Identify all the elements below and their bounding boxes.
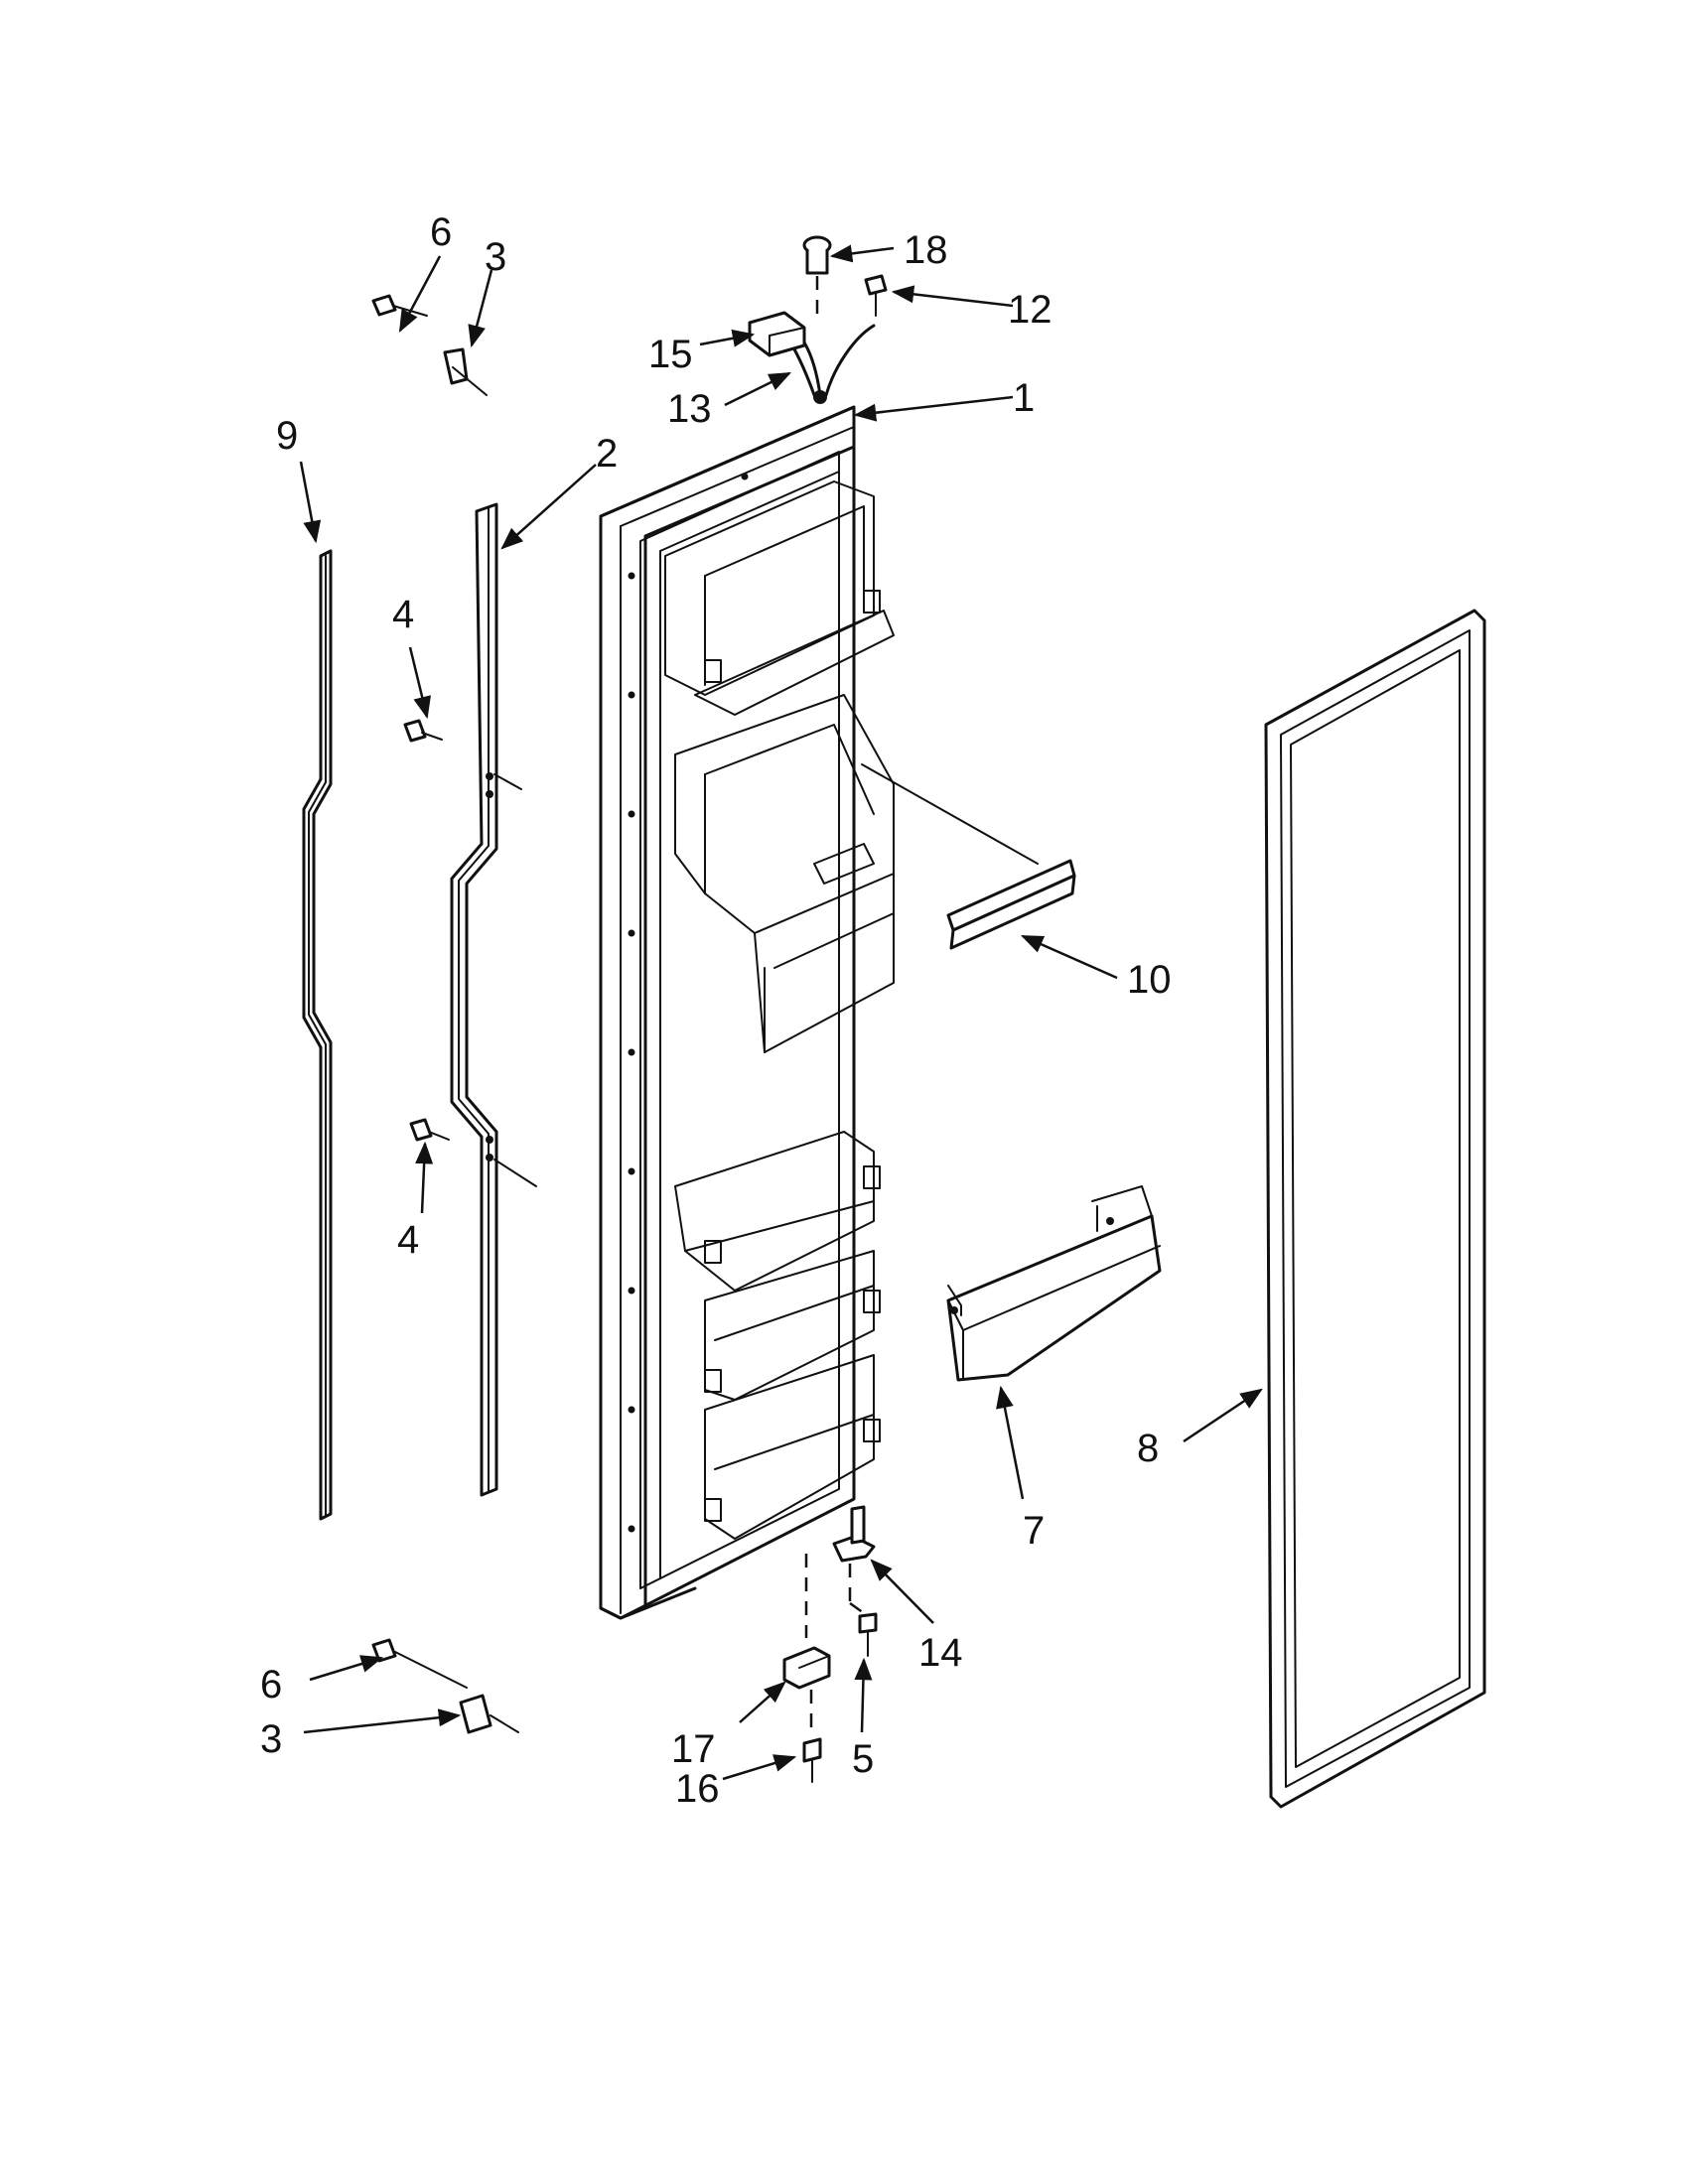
part-14-hinge-pin — [832, 1505, 876, 1603]
callout-12: 12 — [1008, 288, 1052, 332]
callout-4-top: 4 — [392, 593, 414, 636]
part-17-bracket — [782, 1554, 831, 1690]
callout-3-top: 3 — [485, 235, 506, 279]
callout-13: 13 — [667, 387, 712, 431]
part-12-screw — [864, 274, 888, 317]
callout-4-bottom: 4 — [397, 1218, 419, 1262]
leader-lines — [299, 244, 1263, 1781]
part-7-door-bin — [946, 1185, 1162, 1382]
callout-17: 17 — [671, 1727, 716, 1771]
part-8-door-gasket — [1264, 609, 1486, 1809]
callout-5: 5 — [852, 1737, 874, 1781]
callout-14: 14 — [918, 1631, 963, 1675]
callout-9: 9 — [276, 414, 298, 458]
callout-6-bottom: 6 — [260, 1663, 282, 1706]
part-6-screw-top — [371, 294, 428, 317]
callout-1: 1 — [1013, 376, 1035, 420]
callout-6-top: 6 — [430, 210, 452, 254]
part-3-hinge-bottom — [459, 1694, 519, 1734]
part-10-trim-bar — [861, 763, 1076, 950]
callout-10: 10 — [1127, 958, 1172, 1002]
part-3-hinge-top — [443, 347, 488, 396]
part-6-screw-bottom — [371, 1638, 468, 1689]
callout-16: 16 — [675, 1767, 720, 1811]
part-18-plug — [802, 235, 832, 316]
callout-8: 8 — [1137, 1427, 1159, 1470]
part-4-screw-top — [403, 719, 443, 743]
part-15-connector — [748, 311, 806, 357]
callout-15: 15 — [648, 333, 693, 376]
part-9-trim-strip — [302, 549, 333, 1521]
part-5-screw — [849, 1601, 878, 1657]
part-4-screw-bottom — [409, 1118, 450, 1142]
callout-2: 2 — [596, 432, 618, 476]
part-2-door-channel — [450, 502, 537, 1497]
callout-7: 7 — [1023, 1509, 1045, 1553]
part-16-screw — [802, 1690, 822, 1783]
callout-18: 18 — [904, 228, 948, 272]
callout-3-bottom: 3 — [260, 1717, 282, 1761]
part-1-door-liner — [599, 324, 895, 1620]
